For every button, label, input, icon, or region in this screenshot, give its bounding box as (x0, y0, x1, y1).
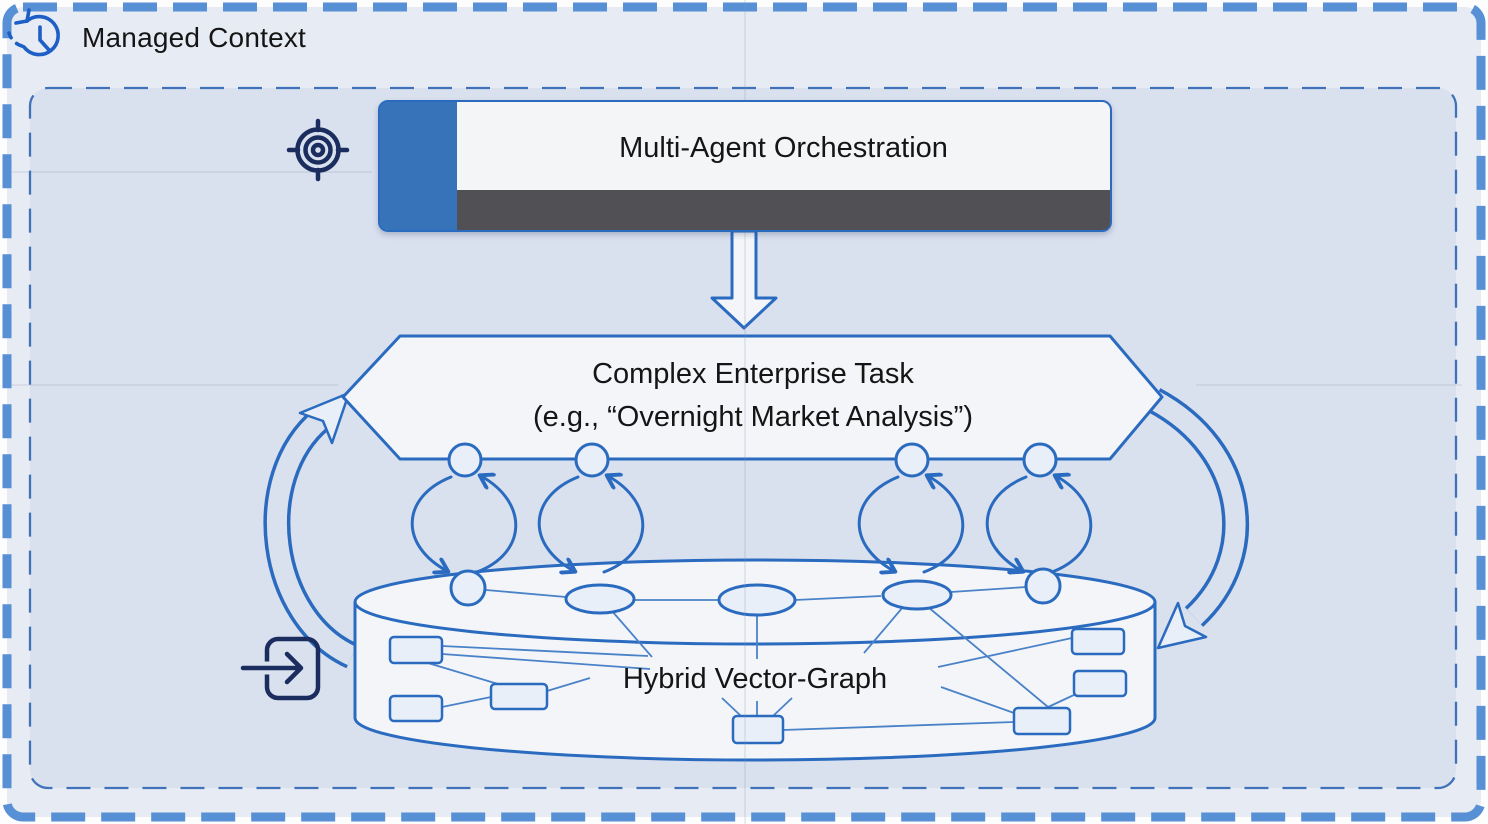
inner-dashed-border (28, 86, 1458, 790)
task-label-line2: (e.g., “Overnight Market Analysis”) (533, 401, 973, 433)
orchestration-box-blue-stripe (380, 102, 457, 230)
graph-edges (427, 586, 1077, 731)
task-label-line1: Complex Enterprise Task (592, 358, 914, 390)
task-label: Complex Enterprise Task (e.g., “Overnigh… (403, 353, 1103, 439)
panel-title: Managed Context (82, 22, 307, 53)
faint-seam-lines (8, 171, 1462, 386)
flow-down-arrow (710, 229, 778, 330)
graph-surface-nodes (449, 567, 1062, 617)
cycle-loops (410, 476, 1093, 572)
history-clock-icon (7, 8, 60, 57)
database-label: Hybrid Vector-Graph (622, 663, 888, 695)
orchestration-label: Multi-Agent Orchestration (619, 131, 948, 164)
orchestration-box-dark-bar (457, 190, 1110, 230)
task-hexagon (341, 334, 1164, 461)
feedback-arrow-left (263, 391, 359, 669)
orchestration-box: Multi-Agent Orchestration (378, 100, 1112, 232)
graph-record-nodes (388, 627, 1128, 745)
hexagon-agent-nodes (447, 442, 1058, 478)
feedback-arrow-right (1147, 388, 1249, 650)
target-icon (286, 118, 350, 182)
enter-icon (240, 636, 321, 701)
